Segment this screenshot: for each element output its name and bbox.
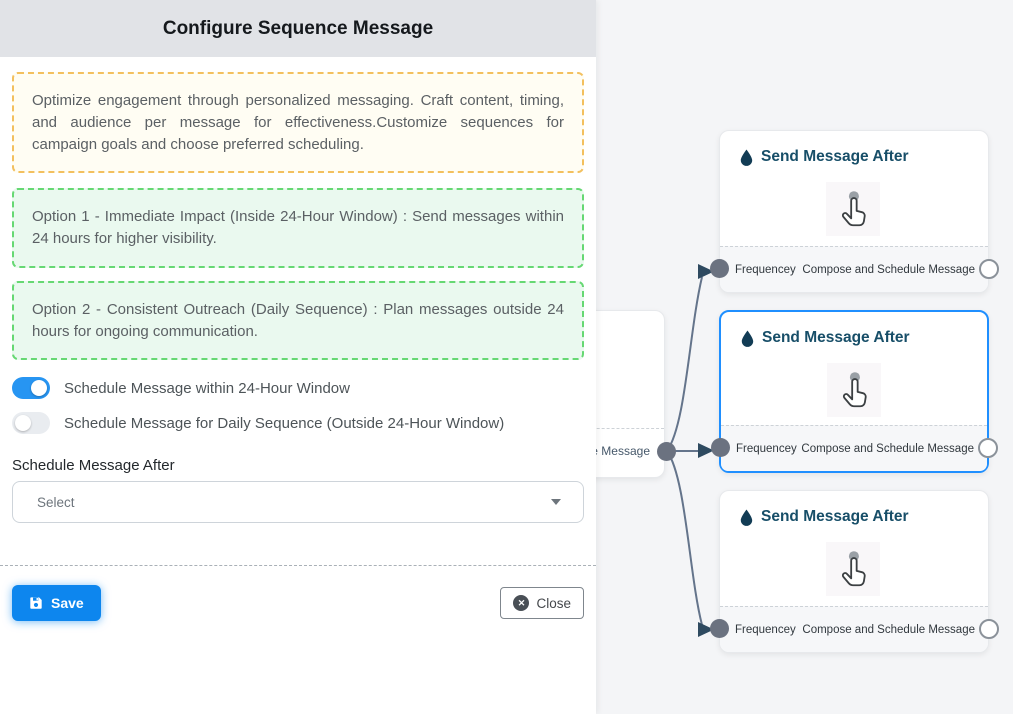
- flow-canvas[interactable]: ce Message Send Message After Frequencey…: [596, 0, 1013, 714]
- close-button-label: Close: [536, 595, 571, 611]
- send-message-after-node-2-selected[interactable]: Send Message After Frequencey Compose an…: [711, 310, 998, 473]
- node-title: Send Message After: [740, 508, 988, 526]
- configure-panel: Configure Sequence Message Optimize enga…: [0, 0, 596, 622]
- daily-sequence-toggle-label: Schedule Message for Daily Sequence (Out…: [64, 414, 505, 432]
- node-footer-divider: [596, 428, 664, 429]
- info-note: Optimize engagement through personalized…: [12, 72, 584, 174]
- frequency-label: Frequencey: [735, 623, 796, 636]
- water-drop-icon: [740, 149, 753, 166]
- source-handle[interactable]: [657, 442, 676, 461]
- daily-sequence-toggle[interactable]: [12, 412, 50, 435]
- within-24h-toggle-label: Schedule Message within 24-Hour Window: [64, 379, 350, 397]
- node-footer: Frequencey Compose and Schedule Message: [720, 606, 988, 652]
- save-button-label: Save: [51, 595, 84, 612]
- panel-body: Optimize engagement through personalized…: [0, 72, 596, 622]
- schedule-after-label: Schedule Message After: [12, 457, 175, 475]
- select-value: Select: [37, 494, 75, 510]
- circle-x-icon: ✕: [513, 595, 530, 612]
- toggle-row-24hour: Schedule Message within 24-Hour Window: [12, 377, 584, 400]
- compose-schedule-label: Compose and Schedule Message: [802, 623, 975, 636]
- node-title-text: Send Message After: [762, 329, 910, 346]
- source-handle[interactable]: [978, 438, 998, 458]
- node-title: Send Message After: [740, 148, 988, 166]
- node-title-text: Send Message After: [761, 148, 909, 165]
- arrowhead-bottom: [698, 622, 714, 637]
- send-message-after-node-1[interactable]: Send Message After Frequencey Compose an…: [710, 130, 999, 293]
- close-button[interactable]: ✕ Close: [500, 587, 584, 620]
- page-title: Configure Sequence Message: [162, 17, 434, 39]
- sequence-message-node-partial[interactable]: ce Message: [596, 310, 676, 478]
- water-drop-icon: [741, 330, 754, 347]
- frequency-label: Frequencey: [736, 442, 797, 455]
- target-handle[interactable]: [710, 619, 729, 638]
- option-1-note: Option 1 - Immediate Impact (Inside 24-H…: [12, 188, 584, 268]
- footer-divider: [0, 565, 596, 567]
- toggle-row-daily: Schedule Message for Daily Sequence (Out…: [12, 412, 584, 435]
- edge-to-bottom-node: [666, 450, 703, 626]
- node-footer: Frequencey Compose and Schedule Message: [720, 246, 988, 292]
- compose-schedule-label: Compose and Schedule Message: [801, 442, 974, 455]
- hand-pointer-icon[interactable]: [826, 182, 880, 236]
- node-title: Send Message After: [741, 329, 987, 347]
- toggle-knob: [15, 415, 31, 432]
- arrowhead-middle: [698, 443, 714, 458]
- node-title-text: Send Message After: [761, 508, 909, 525]
- edge-to-top-node: [666, 276, 703, 452]
- target-handle[interactable]: [710, 259, 729, 278]
- schedule-after-select[interactable]: Select: [12, 481, 584, 524]
- frequency-label: Frequencey: [735, 263, 796, 276]
- panel-header: Configure Sequence Message: [0, 0, 596, 57]
- compose-schedule-label: Compose and Schedule Message: [802, 263, 975, 276]
- source-handle[interactable]: [979, 259, 999, 279]
- flow-edges: [666, 264, 714, 637]
- source-handle[interactable]: [979, 619, 999, 639]
- within-24h-toggle[interactable]: [12, 377, 50, 400]
- node-footer: Frequencey Compose and Schedule Message: [721, 425, 987, 471]
- send-message-after-node-3[interactable]: Send Message After Frequencey Compose an…: [710, 490, 999, 653]
- hand-pointer-icon[interactable]: [826, 542, 880, 596]
- save-button[interactable]: Save: [12, 585, 101, 622]
- node-footer-label: ce Message: [596, 444, 650, 458]
- target-handle[interactable]: [711, 438, 730, 457]
- toggle-group: Schedule Message within 24-Hour Window S…: [12, 377, 584, 435]
- arrowhead-top: [698, 264, 714, 279]
- water-drop-icon: [740, 509, 753, 526]
- chevron-down-icon: [551, 499, 561, 506]
- hand-pointer-icon[interactable]: [827, 363, 881, 417]
- floppy-disk-icon: [30, 597, 42, 609]
- action-button-row: Save ✕ Close: [12, 585, 584, 622]
- toggle-knob: [31, 380, 47, 397]
- option-2-note: Option 2 - Consistent Outreach (Daily Se…: [12, 280, 584, 361]
